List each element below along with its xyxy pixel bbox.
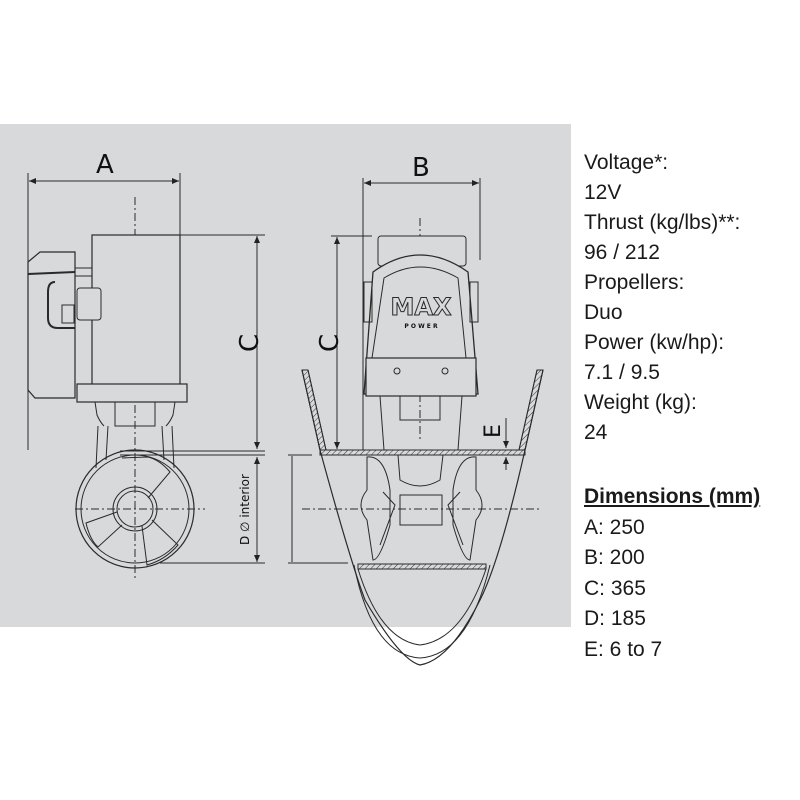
dimension-b: B: 200 bbox=[584, 546, 645, 569]
dimension-a: A: 250 bbox=[584, 515, 645, 539]
front-view bbox=[288, 178, 544, 666]
label-a: A bbox=[96, 150, 114, 180]
side-view bbox=[27, 173, 265, 580]
logo-power: P O W E R bbox=[404, 323, 438, 330]
spec-thrust-value: 96 / 212 bbox=[584, 241, 660, 264]
label-c-left: C bbox=[235, 334, 265, 352]
dimension-e: E: 6 to 7 bbox=[584, 637, 663, 661]
spec-voltage-value: 12V bbox=[584, 181, 622, 204]
label-b: B bbox=[412, 153, 430, 183]
dimension-d: D: 185 bbox=[584, 607, 646, 630]
spec-propellers-label: Propellers: bbox=[584, 271, 685, 294]
label-e: E bbox=[481, 424, 506, 438]
spec-thrust-label: Thrust (kg/lbs)**: bbox=[584, 211, 741, 234]
logo-max: MAX bbox=[391, 293, 452, 321]
label-d: D ∅ interior bbox=[238, 474, 252, 545]
spec-weight-value: 24 bbox=[584, 421, 608, 444]
spec-voltage-label: Voltage*: bbox=[584, 151, 669, 174]
spec-power-label: Power (kw/hp): bbox=[584, 331, 725, 354]
dimensions-list: Dimensions (mm) A: 250 B: 200 C: 365 D: … bbox=[584, 482, 794, 665]
spec-propellers-value: Duo bbox=[584, 301, 623, 324]
spec-list: Voltage*: 12V Thrust (kg/lbs)**: 96 / 21… bbox=[584, 148, 794, 448]
label-c-right: C bbox=[315, 334, 345, 352]
dimensions-heading: Dimensions (mm) bbox=[584, 485, 761, 508]
spec-power-value: 7.1 / 9.5 bbox=[584, 361, 660, 384]
spec-weight-label: Weight (kg): bbox=[584, 391, 697, 414]
dimension-c: C: 365 bbox=[584, 576, 646, 600]
